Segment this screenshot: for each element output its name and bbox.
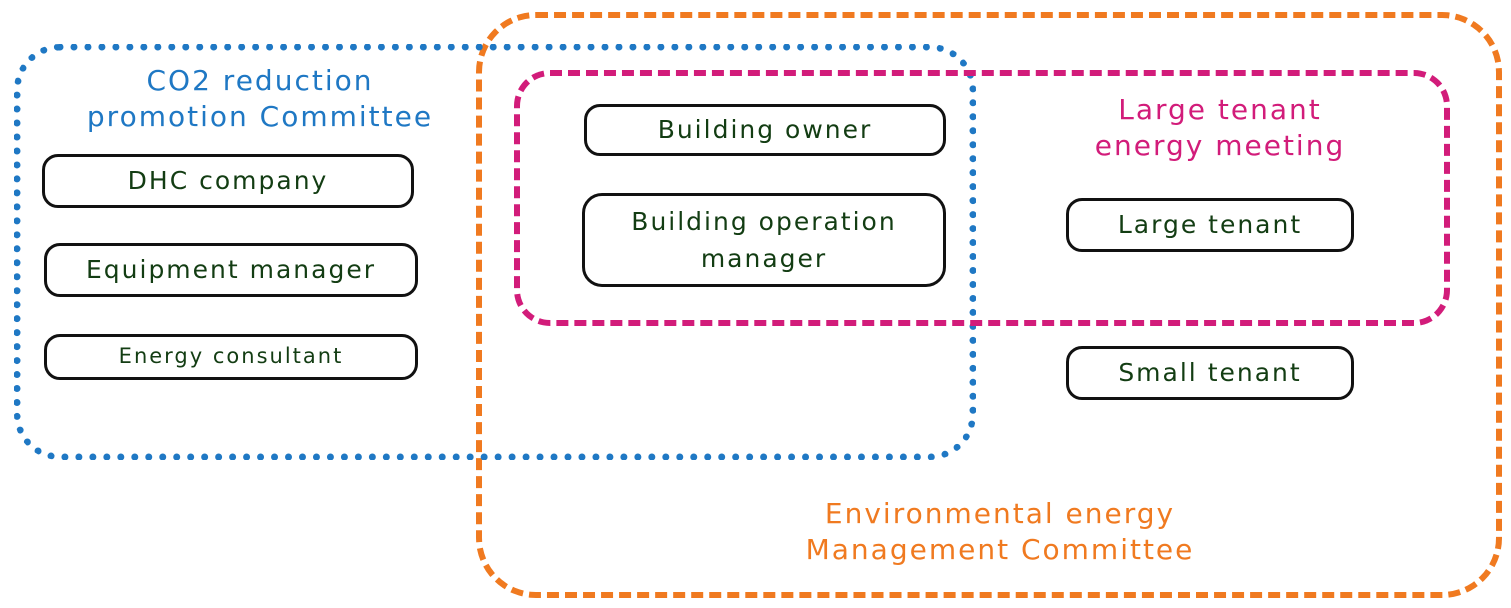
co2-reduction-committee-label: CO2 reduction promotion Committee	[86, 64, 434, 134]
large-tenant-node: Large tenant	[1066, 198, 1354, 252]
small-tenant-node: Small tenant	[1066, 346, 1354, 400]
dhc-company-node: DHC company	[42, 154, 414, 208]
environmental-energy-management-committee-boundary	[476, 12, 1502, 598]
equipment-manager-node: Equipment manager	[44, 243, 418, 297]
large-tenant-energy-meeting-label: Large tenant energy meeting	[1094, 93, 1346, 163]
co2-reduction-committee-boundary	[14, 44, 976, 460]
building-owner-node: Building owner	[584, 104, 946, 156]
energy-consultant-node: Energy consultant	[44, 334, 418, 380]
building-operation-manager-node: Building operation manager	[582, 193, 946, 287]
environmental-energy-management-committee-label: Environmental energy Management Committe…	[805, 497, 1195, 567]
large-tenant-energy-meeting-boundary	[514, 70, 1450, 326]
